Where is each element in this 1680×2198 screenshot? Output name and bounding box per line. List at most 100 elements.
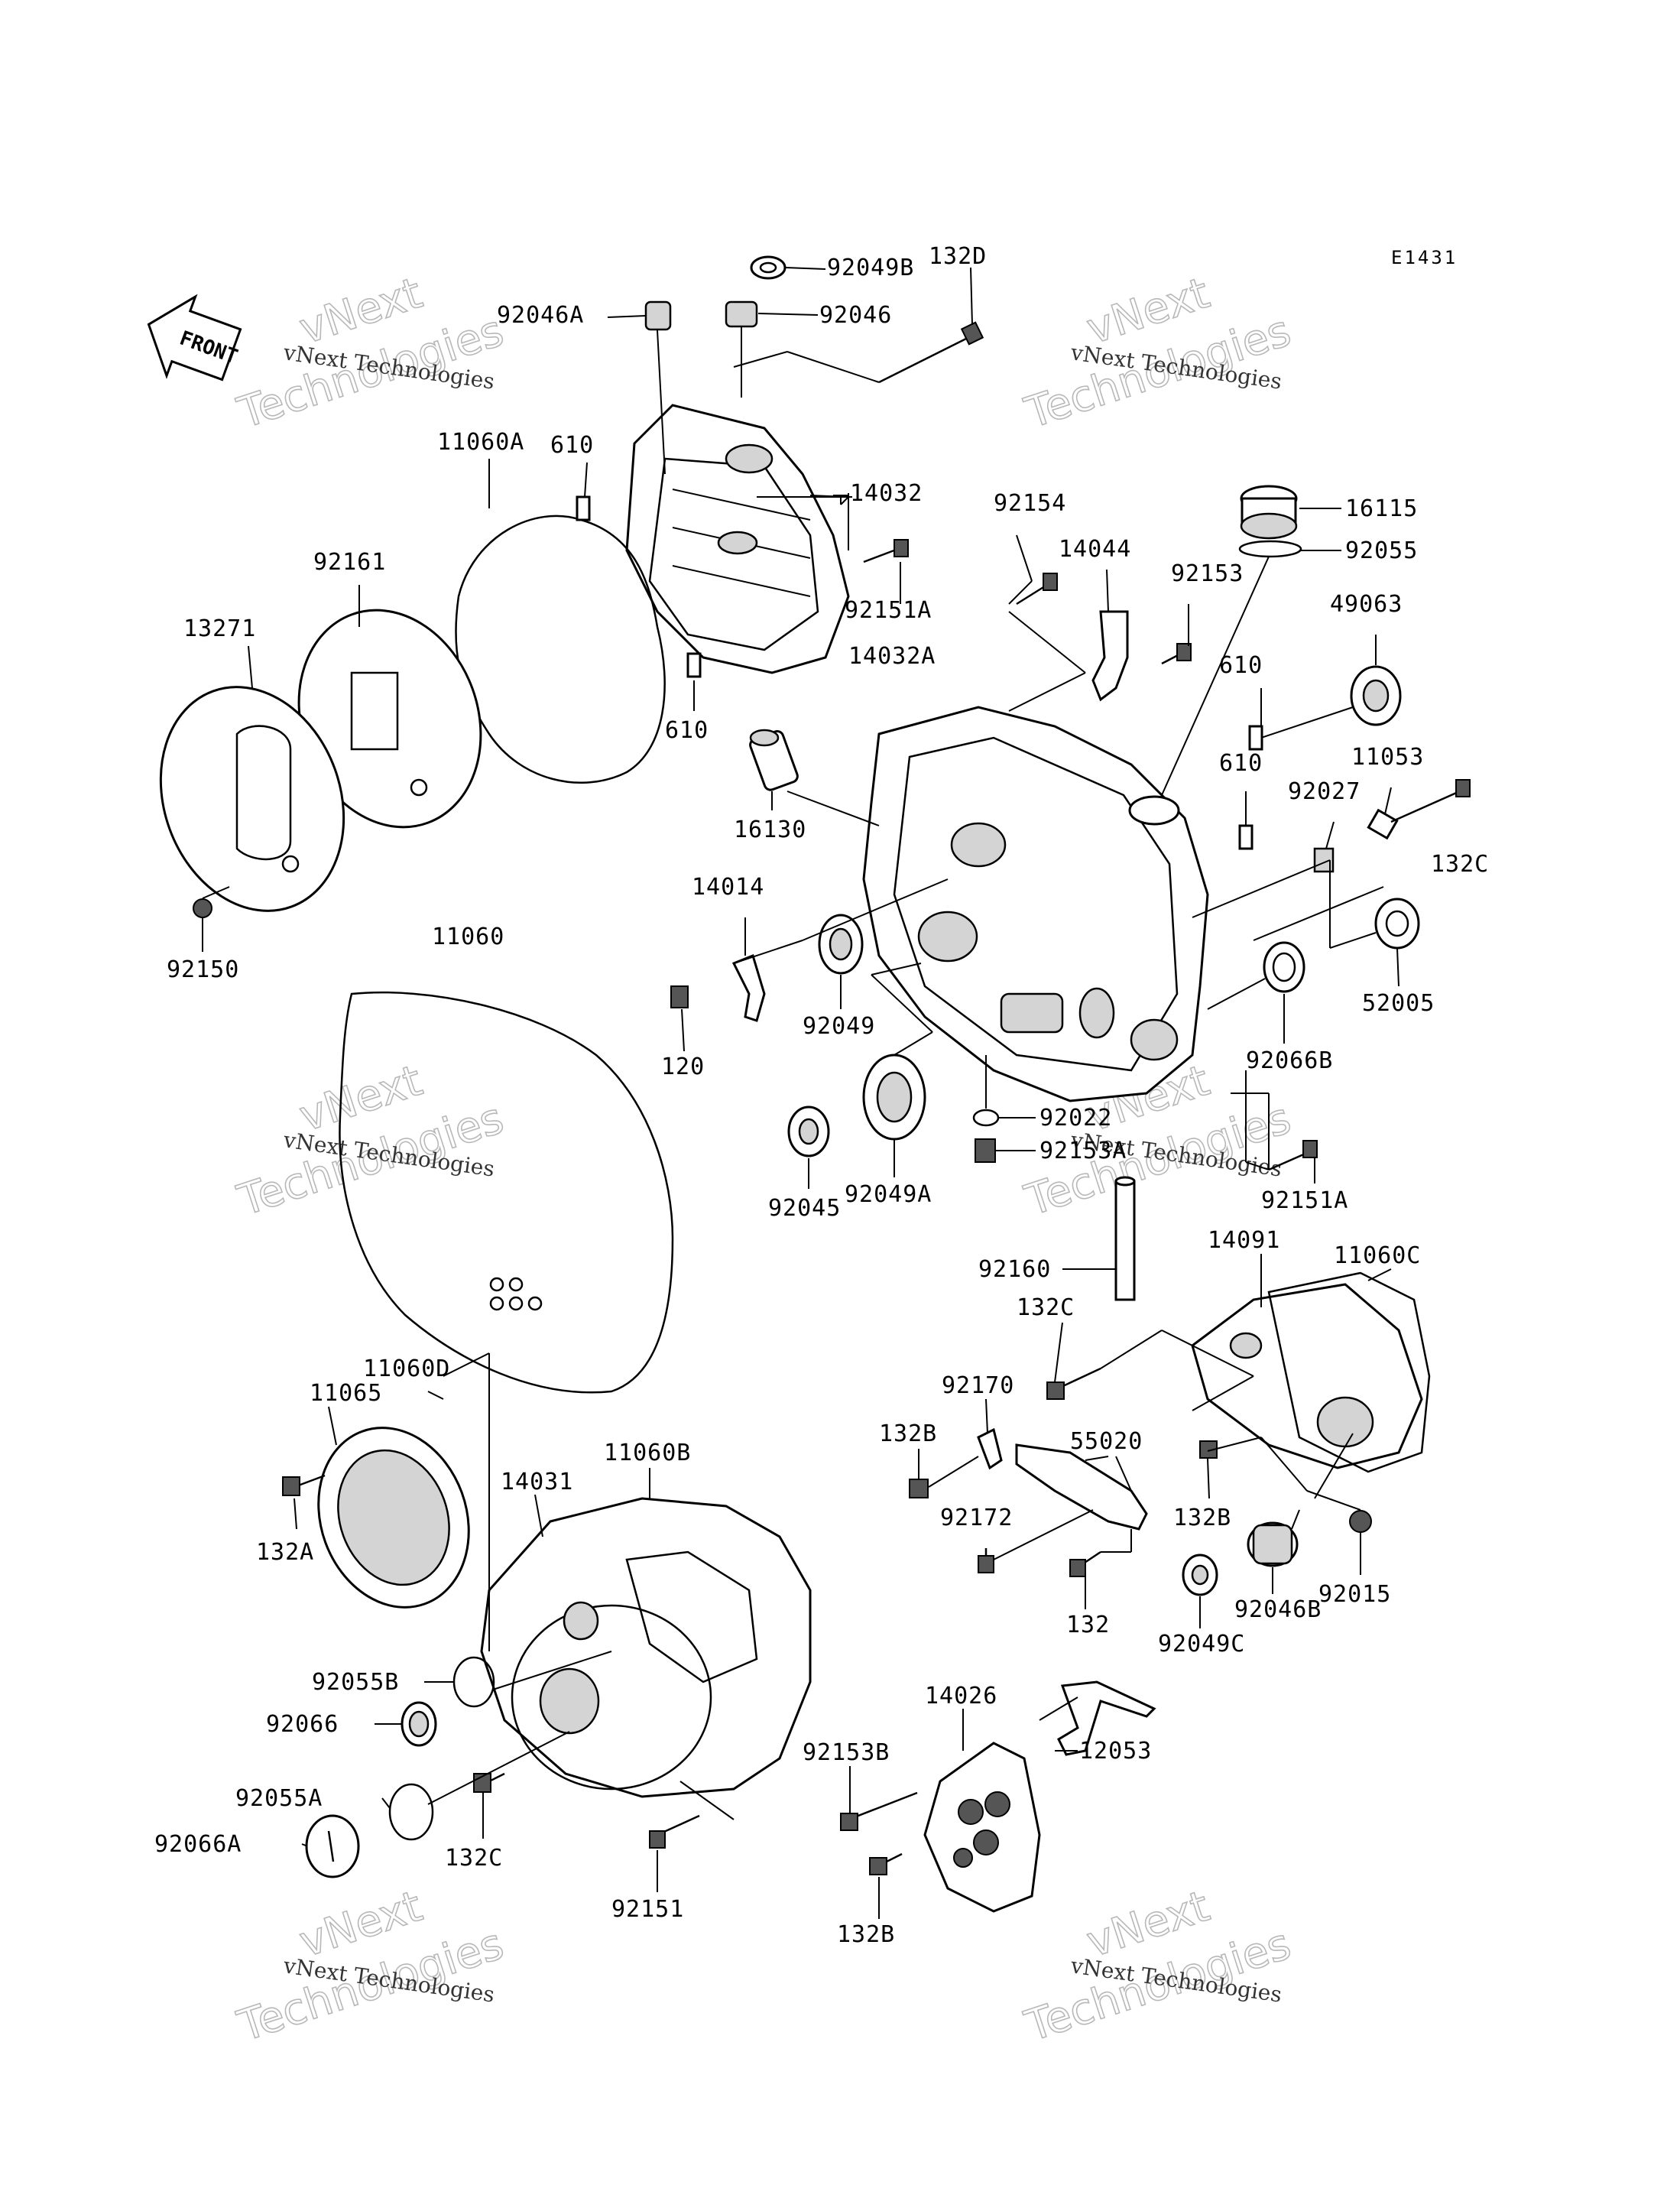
part-label-14044: 14044 bbox=[1059, 536, 1131, 563]
part-label-610-lower: 610 bbox=[665, 717, 709, 744]
part-label-16115: 16115 bbox=[1345, 495, 1418, 522]
part-label-132b-right: 132B bbox=[1173, 1505, 1231, 1531]
part-label-11065: 11065 bbox=[310, 1380, 382, 1407]
cover-14032a-shape bbox=[862, 706, 1209, 1102]
bolt-92153-shape bbox=[1161, 643, 1192, 665]
part-label-92049: 92049 bbox=[803, 1013, 875, 1040]
part-label-92049a: 92049A bbox=[845, 1181, 932, 1208]
diagram-code: E1431 bbox=[1391, 247, 1458, 268]
part-label-92161: 92161 bbox=[313, 549, 386, 576]
part-label-120: 120 bbox=[661, 1054, 705, 1080]
part-labels: 92049B 132D 92046A 92046 11060A 610 1403… bbox=[154, 243, 1489, 1948]
part-label-92015: 92015 bbox=[1318, 1581, 1391, 1608]
part-label-92151a-top: 92151A bbox=[845, 597, 932, 624]
part-label-92172: 92172 bbox=[940, 1505, 1013, 1531]
bolt-92153b-shape bbox=[840, 1791, 918, 1831]
part-label-610-right2: 610 bbox=[1219, 750, 1263, 777]
cover-14026-shape bbox=[923, 1742, 1041, 1913]
cover-14032-shape bbox=[625, 404, 850, 674]
bolt-132-shape bbox=[1069, 1550, 1101, 1577]
fitting-16130-shape bbox=[749, 729, 799, 791]
plug-92066-shape bbox=[401, 1701, 437, 1747]
part-label-610-top: 610 bbox=[550, 432, 594, 459]
part-label-92066a: 92066A bbox=[154, 1831, 242, 1858]
bolt-92151a-mid-shape bbox=[1268, 1140, 1318, 1171]
tube-92160-shape bbox=[1114, 1176, 1136, 1301]
seal-52005-shape bbox=[1374, 898, 1420, 950]
part-label-92066b: 92066B bbox=[1246, 1047, 1333, 1074]
oring-92055-shape bbox=[1238, 540, 1302, 558]
part-label-49063: 49063 bbox=[1330, 591, 1403, 618]
pin-610-shape bbox=[1248, 725, 1263, 751]
front-arrow-icon: FRONT bbox=[147, 294, 242, 381]
part-label-132b-left: 132B bbox=[879, 1420, 937, 1447]
part-label-92170: 92170 bbox=[942, 1372, 1014, 1399]
part-label-92046b: 92046B bbox=[1234, 1596, 1322, 1623]
part-label-14032a: 14032A bbox=[848, 643, 936, 670]
nut-92015-shape bbox=[1349, 1510, 1372, 1533]
part-label-55020: 55020 bbox=[1070, 1428, 1143, 1455]
bearing-92046-shape bbox=[725, 300, 758, 328]
part-label-92046: 92046 bbox=[819, 302, 892, 329]
seal-92049a-shape bbox=[862, 1054, 926, 1141]
bearing-92046b-shape bbox=[1247, 1521, 1299, 1567]
bolt-132b-shape bbox=[909, 1479, 929, 1498]
part-label-132c-bottom: 132C bbox=[445, 1845, 503, 1872]
part-label-92150: 92150 bbox=[167, 956, 239, 983]
part-label-132d: 132D bbox=[929, 243, 987, 270]
part-label-92049c: 92049C bbox=[1158, 1631, 1245, 1657]
cover-11065-shape bbox=[317, 1427, 470, 1609]
part-label-11060: 11060 bbox=[432, 924, 504, 950]
gasket-11060-holes bbox=[489, 1277, 543, 1311]
part-label-11060c: 11060C bbox=[1334, 1242, 1421, 1269]
gasket-11060c-shape bbox=[1267, 1271, 1431, 1473]
part-label-14031: 14031 bbox=[501, 1469, 573, 1495]
part-label-132a: 132A bbox=[256, 1539, 314, 1566]
part-label-132c-right: 132C bbox=[1431, 851, 1489, 878]
seal-92049c-shape bbox=[1182, 1554, 1218, 1596]
watermark-bottom-right: vNext Technologies vNext Technologies bbox=[1018, 1881, 1297, 2052]
bolt-132c-bottom-shape bbox=[473, 1772, 505, 1793]
part-label-92045: 92045 bbox=[768, 1195, 841, 1222]
bracket-55020-shape bbox=[1015, 1443, 1148, 1531]
part-label-92151a-mid: 92151A bbox=[1261, 1187, 1348, 1214]
bolt-132c-mid-shape bbox=[1046, 1367, 1101, 1400]
cover-14091-shape bbox=[1191, 1283, 1423, 1469]
bolt-92153a-shape bbox=[975, 1138, 996, 1163]
part-label-92160: 92160 bbox=[978, 1256, 1051, 1283]
cover-14031-shape bbox=[480, 1497, 812, 1798]
part-label-92046a: 92046A bbox=[497, 302, 584, 329]
part-label-132c-mid: 132C bbox=[1017, 1294, 1075, 1321]
part-label-12053: 12053 bbox=[1079, 1738, 1152, 1765]
part-label-92055a: 92055A bbox=[235, 1785, 323, 1812]
clip-92170-shape bbox=[977, 1427, 1003, 1470]
part-label-13271: 13271 bbox=[183, 615, 256, 642]
part-label-14032: 14032 bbox=[850, 480, 923, 507]
cap-16115-shape bbox=[1240, 485, 1298, 540]
bolt-92172-shape bbox=[978, 1548, 994, 1573]
pin-610-shape bbox=[1238, 824, 1254, 850]
part-label-14026: 14026 bbox=[925, 1683, 997, 1709]
bolt-132d-shape bbox=[878, 321, 984, 384]
part-label-14091: 14091 bbox=[1208, 1227, 1280, 1254]
bolt-92150-shape bbox=[193, 898, 212, 918]
leader-lines bbox=[202, 267, 1399, 1919]
part-label-92153a: 92153A bbox=[1039, 1138, 1127, 1164]
plate-13271-shape bbox=[159, 686, 345, 912]
nut-11053-shape bbox=[1367, 808, 1399, 840]
oring-92055b-shape bbox=[452, 1656, 495, 1708]
part-label-52005: 52005 bbox=[1362, 990, 1435, 1017]
part-label-92055b: 92055B bbox=[312, 1669, 399, 1696]
part-label-11060a: 11060A bbox=[437, 429, 524, 456]
pin-610-shape bbox=[686, 652, 702, 678]
bracket-14044-shape bbox=[1091, 610, 1129, 702]
watermark-top-left: vNext Technologies vNext Technologies bbox=[231, 268, 510, 439]
bolt-92154-shape bbox=[1016, 573, 1058, 606]
part-label-92027: 92027 bbox=[1288, 778, 1361, 805]
part-label-11060b: 11060B bbox=[604, 1440, 691, 1466]
watermark-top-right: vNext Technologies vNext Technologies bbox=[1018, 268, 1297, 439]
bolt-132b-shape bbox=[1199, 1440, 1218, 1459]
part-label-92055: 92055 bbox=[1345, 537, 1418, 564]
washer-92022-shape bbox=[972, 1109, 1000, 1127]
